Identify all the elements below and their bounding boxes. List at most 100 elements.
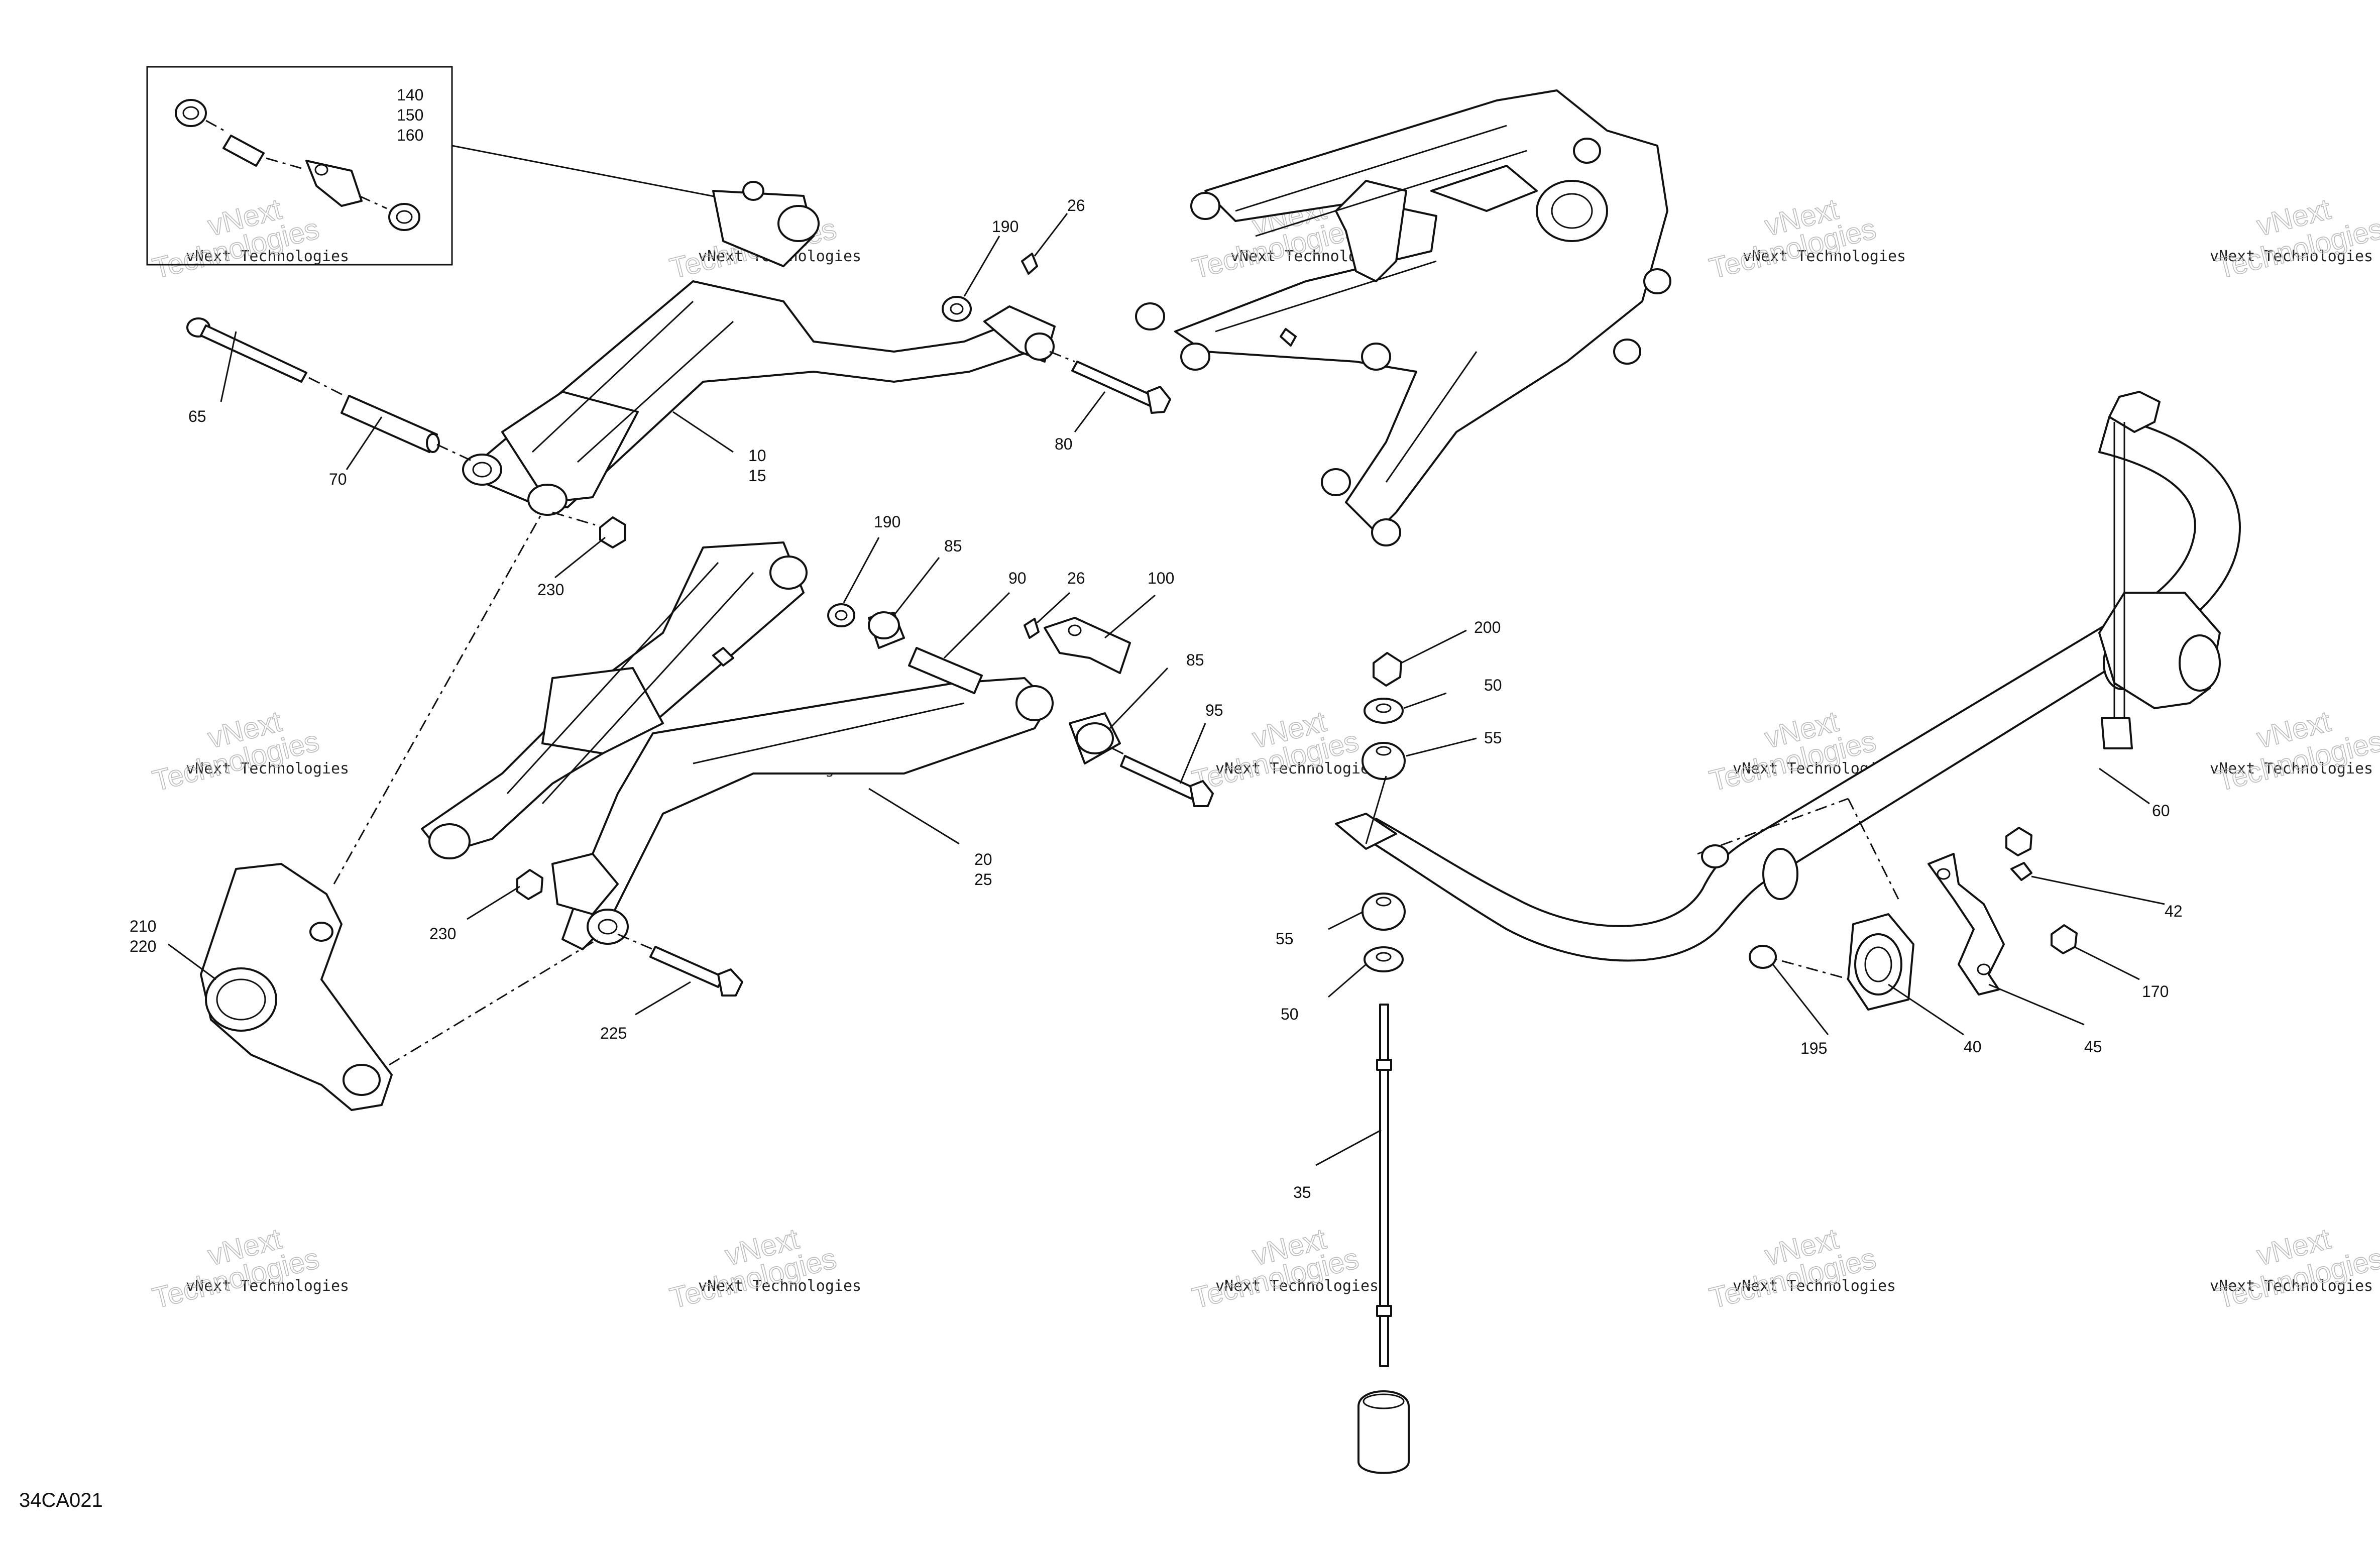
callout-55: 55 xyxy=(1276,930,1294,948)
callout-25: 25 xyxy=(974,870,992,889)
callout-150: 150 xyxy=(397,106,423,124)
callout-230: 230 xyxy=(429,925,456,943)
inset-flange-bushing xyxy=(388,203,420,231)
callout-85: 85 xyxy=(1186,651,1204,669)
svg-text:vNext Technologies: vNext Technologies xyxy=(1733,1277,1896,1295)
callout-50: 50 xyxy=(1281,1005,1299,1023)
watermark: vNext Technologies vNext Technologies xyxy=(149,705,349,798)
bushing-55-top xyxy=(1362,742,1406,780)
callout-85: 85 xyxy=(944,537,962,555)
callout-65: 65 xyxy=(188,407,206,425)
clamp-bushing-40 xyxy=(1847,913,1914,1011)
inset-flange-bushing xyxy=(175,99,207,127)
callout-80: 80 xyxy=(1055,435,1073,453)
callout-26: 26 xyxy=(1067,569,1085,587)
bushing-85-lower xyxy=(868,611,905,649)
svg-text:vNext Technologies: vNext Technologies xyxy=(1215,1277,1379,1295)
watermark-layer: vNext Technologies vNext Technologies vN… xyxy=(149,192,2380,1315)
bolt-42 xyxy=(2010,862,2032,881)
callout-190: 190 xyxy=(874,513,900,531)
knuckle xyxy=(200,863,393,1111)
grease-fitting-26-lower xyxy=(1024,618,1040,639)
nut-190-upper xyxy=(942,296,972,322)
callout-230: 230 xyxy=(537,581,564,599)
svg-text:vNext Technologies: vNext Technologies xyxy=(2210,760,2373,778)
bushing-55-bottom xyxy=(1362,893,1406,931)
bolt-170 xyxy=(2051,924,2078,954)
callout-55: 55 xyxy=(1484,729,1502,747)
bolt-225 xyxy=(649,946,743,997)
sleeve-90 xyxy=(908,647,983,694)
bolt-80 xyxy=(1071,361,1171,414)
callout-140: 140 xyxy=(397,86,423,104)
callout-42: 42 xyxy=(2165,902,2183,920)
svg-text:vNext Technologies: vNext Technologies xyxy=(1743,248,1906,265)
upper-mount-bracket xyxy=(983,305,1056,363)
watermark: vNext Technologies vNext Technologies xyxy=(2210,192,2380,286)
bracket-100 xyxy=(1044,617,1131,674)
nut-190-lower xyxy=(827,603,855,627)
callout-210: 210 xyxy=(130,917,156,935)
callout-50: 50 xyxy=(1484,676,1502,694)
callout-35: 35 xyxy=(1293,1183,1311,1201)
inset-bracket xyxy=(305,160,363,207)
svg-text:vNext Technologies: vNext Technologies xyxy=(698,1277,861,1295)
callout-20: 20 xyxy=(974,850,992,868)
nut-200 xyxy=(1373,652,1402,687)
callout-190: 190 xyxy=(992,217,1018,236)
watermark: vNext Technologies vNext Technologies xyxy=(1706,192,1906,286)
callout-90: 90 xyxy=(1008,569,1027,587)
nut-195-top xyxy=(1701,844,1729,868)
svg-text:vNext Technologies: vNext Technologies xyxy=(186,1277,349,1295)
callout-26: 26 xyxy=(1067,196,1085,214)
assembled-suspension xyxy=(1135,89,1671,546)
diagram-code: 34CA021 xyxy=(19,1489,103,1511)
bolt-65 xyxy=(186,317,307,383)
callout-220: 220 xyxy=(130,937,156,955)
callout-labels: 190 26 65 70 10 15 80 230 190 85 90 26 1… xyxy=(130,196,2183,1201)
svg-text:vNext Technologies: vNext Technologies xyxy=(186,760,349,778)
svg-text:vNext Technologies: vNext Technologies xyxy=(2210,248,2373,265)
leader-lines xyxy=(168,213,2165,1166)
watermark: vNext Technologies vNext Technologies xyxy=(149,192,349,286)
bolt-95 xyxy=(1120,755,1214,807)
watermark: vNext Technologies vNext Technologies xyxy=(666,1222,861,1315)
svg-text:vNext Technologies: vNext Technologies xyxy=(1215,760,1379,778)
callout-195: 195 xyxy=(1800,1039,1827,1057)
nut-230-upper xyxy=(599,516,626,548)
watermark: vNext Technologies vNext Technologies xyxy=(1189,1222,1379,1315)
callout-10: 10 xyxy=(748,447,766,465)
link-rod-35 xyxy=(1357,1004,1410,1474)
callout-160: 160 xyxy=(397,126,423,144)
watermark: vNext Technologies vNext Technologies xyxy=(149,1222,349,1315)
nut-clamp-top xyxy=(2005,827,2032,856)
nut-195-bottom xyxy=(1749,945,1777,969)
nut-230-lower xyxy=(516,869,543,900)
sway-bar xyxy=(1335,391,2241,962)
inset-sleeve xyxy=(222,135,265,167)
callout-200: 200 xyxy=(1474,618,1501,636)
svg-text:vNext Technologies: vNext Technologies xyxy=(186,248,349,265)
watermark: vNext Technologies vNext Technologies xyxy=(2210,1222,2380,1315)
callout-100: 100 xyxy=(1148,569,1174,587)
callout-40: 40 xyxy=(1964,1038,1982,1056)
watermark: vNext Technologies vNext Technologies xyxy=(2210,705,2380,798)
clamp-45 xyxy=(1928,853,2005,996)
callout-70: 70 xyxy=(329,470,347,488)
callout-95: 95 xyxy=(1205,701,1223,719)
callout-15: 15 xyxy=(748,467,766,485)
lower-a-arm xyxy=(421,541,1054,950)
bushing-85-outer xyxy=(1069,712,1121,764)
watermark: vNext Technologies vNext Technologies xyxy=(1706,1222,1896,1315)
bushing-kit-inset: 140 150 160 xyxy=(146,66,764,266)
callout-225: 225 xyxy=(600,1024,627,1042)
washer-50-bottom xyxy=(1364,946,1404,972)
callout-45: 45 xyxy=(2084,1038,2102,1056)
callout-60: 60 xyxy=(2152,802,2170,820)
upper-a-arm xyxy=(462,181,1041,516)
washer-50-top xyxy=(1364,698,1404,724)
grease-fitting-26-upper xyxy=(1021,253,1038,275)
callout-170: 170 xyxy=(2142,982,2169,1001)
